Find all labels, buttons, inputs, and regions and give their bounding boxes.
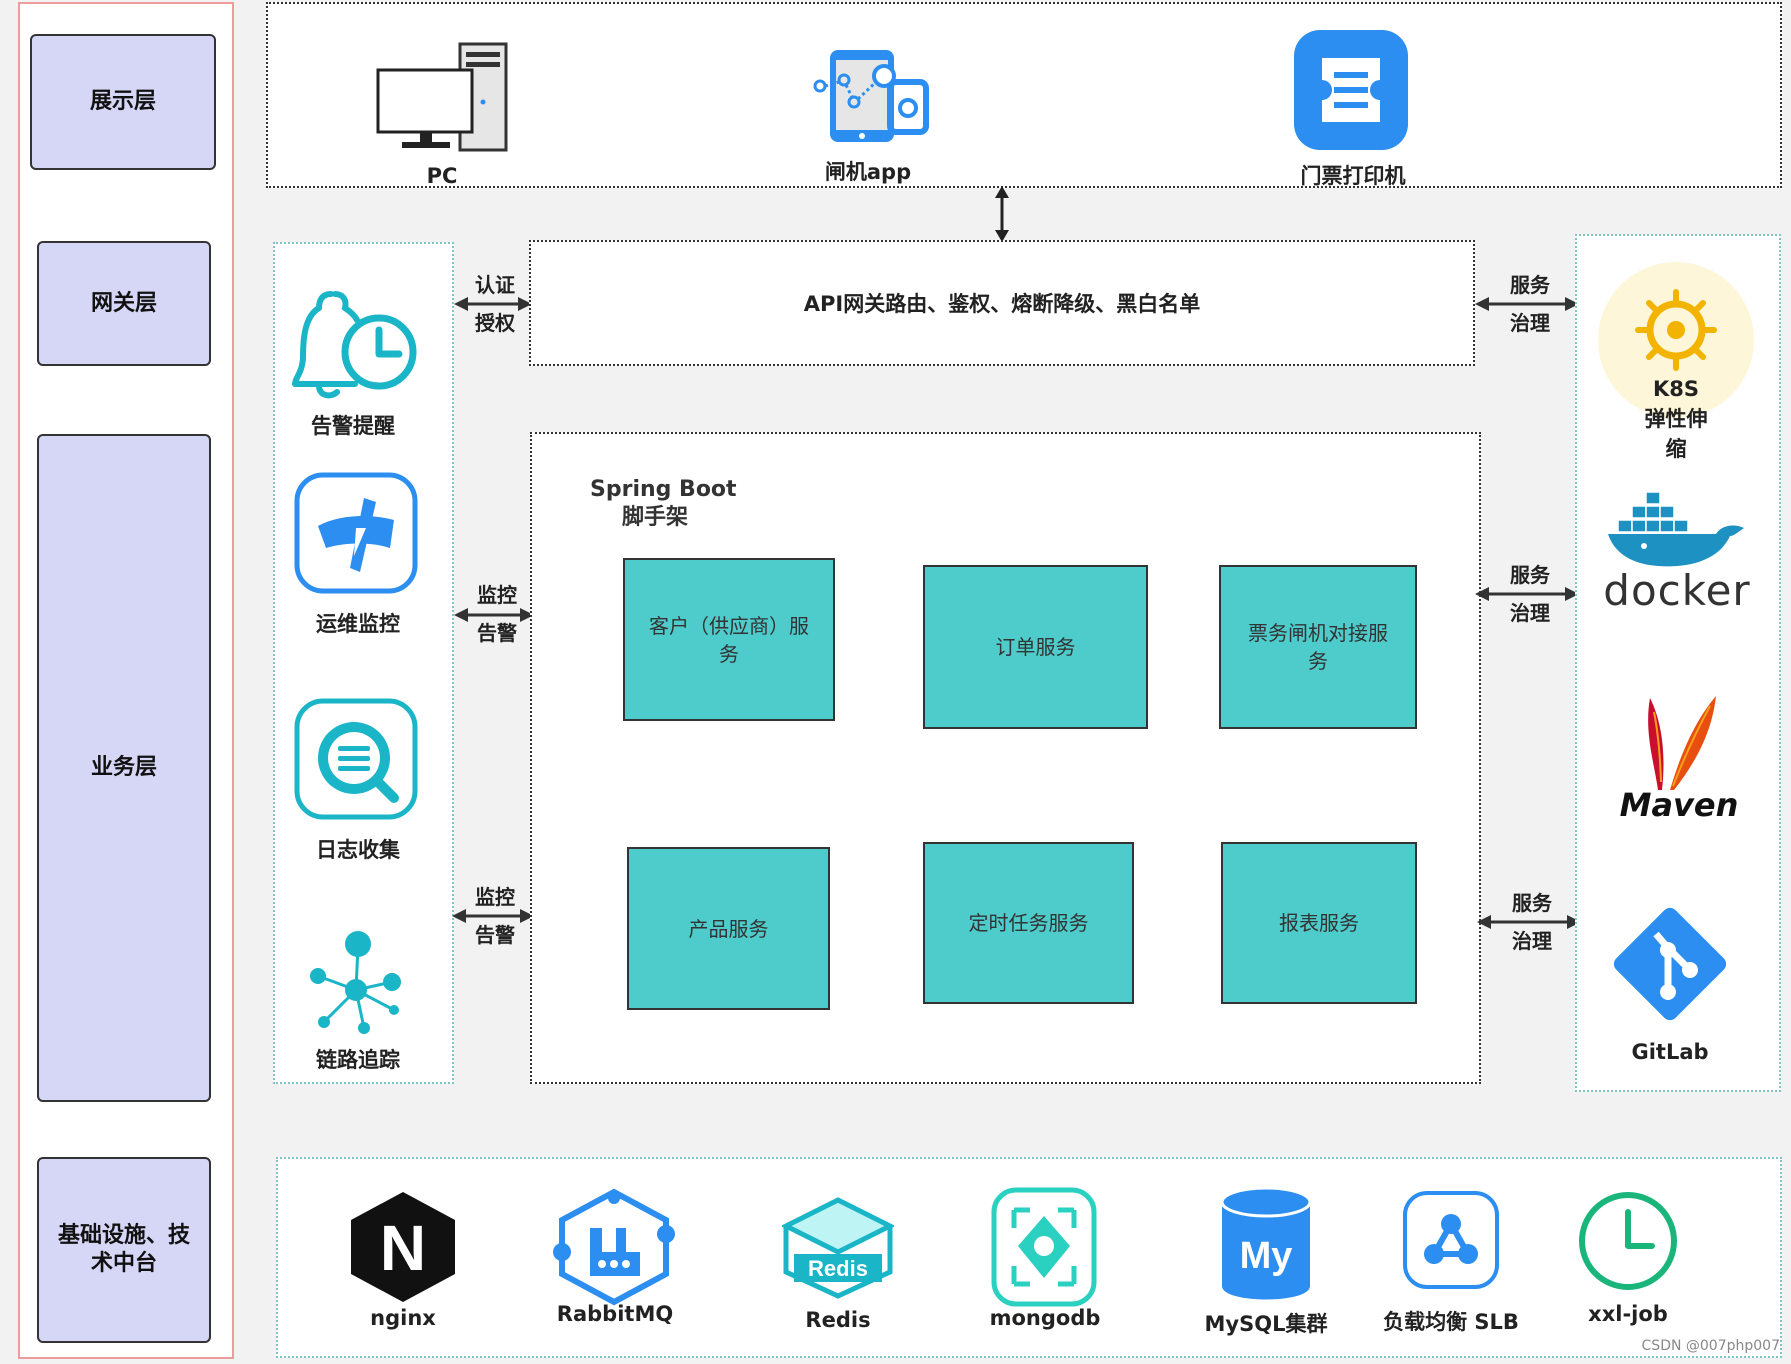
k8s-title-text: K8S — [1652, 377, 1699, 401]
order-service-box: 订单服务 — [923, 565, 1148, 729]
spring-boot-subtitle-text: 脚手架 — [622, 505, 689, 530]
gate-app-label: 闸机app — [824, 160, 912, 184]
monitor-arrow-1 — [454, 605, 534, 625]
monitor-label-2: 监控 告警 — [470, 878, 520, 954]
clients-container — [266, 2, 1782, 188]
layer-gateway-label: 网关层 — [90, 290, 157, 316]
ticket-gate-service-text: 票务闸机对接服务 — [1248, 621, 1388, 673]
ops-monitor-icon — [294, 472, 418, 594]
layer-business: 业务层 — [37, 434, 211, 1102]
ticket-gate-service-box: 票务闸机对接服务 — [1219, 565, 1417, 729]
order-service-text: 订单服务 — [995, 635, 1076, 659]
api-gateway-text: API网关路由、鉴权、熔断降级、黑白名单 — [803, 292, 1201, 316]
gitlab-git-icon — [1606, 900, 1734, 1028]
governance-bottom-text-2: 治理 — [1510, 601, 1550, 625]
report-service-text: 报表服务 — [1279, 911, 1359, 935]
product-service-box: 产品服务 — [627, 847, 830, 1010]
governance-label-1: 服务 治理 — [1505, 266, 1555, 342]
auth-bottom-text: 授权 — [475, 311, 515, 335]
k8s-line1-text: 弹性伸 — [1644, 407, 1708, 431]
scheduled-service-text: 定时任务服务 — [968, 911, 1089, 935]
product-service-text: 产品服务 — [688, 916, 769, 941]
trace-network-icon — [306, 930, 406, 1036]
pc-label: PC — [426, 164, 458, 188]
auth-label: 认证 授权 — [470, 266, 520, 342]
monitor-bottom-text-2: 告警 — [475, 923, 515, 947]
monitor-bottom-text-1: 告警 — [477, 621, 517, 645]
logs-label: 日志收集 — [316, 838, 400, 862]
rabbitmq-label: RabbitMQ — [556, 1302, 674, 1326]
docker-whale-icon — [1606, 490, 1748, 570]
governance-arrow-3 — [1477, 912, 1581, 932]
printer-label: 门票打印机 — [1300, 164, 1406, 188]
xxljob-label: xxl-job — [1588, 1302, 1668, 1326]
redis-label: Redis — [805, 1308, 871, 1332]
redis-badge-text: Redis — [808, 1256, 868, 1281]
spring-boot-title-text: Spring Boot — [590, 477, 737, 502]
scheduled-service-box: 定时任务服务 — [923, 842, 1134, 1004]
maven-bg — [1597, 688, 1747, 826]
k8s-helm-icon — [1634, 288, 1718, 372]
nginx-badge-text: N — [380, 1212, 426, 1284]
customer-service-text: 客户（供应商）服务 — [649, 613, 809, 666]
rabbitmq-icon — [550, 1188, 680, 1306]
docker-label: docker — [1603, 566, 1751, 615]
watermark: CSDN @007php007 — [1641, 1338, 1780, 1354]
pc-icon — [376, 40, 512, 156]
alert-label: 告警提醒 — [311, 414, 395, 438]
k8s-line2-text: 缩 — [1665, 437, 1687, 461]
api-gateway-box: API网关路由、鉴权、熔断降级、黑白名单 — [529, 240, 1475, 366]
mysql-label: MySQL集群 — [1204, 1312, 1328, 1336]
monitor-top-text-1: 监控 — [477, 583, 517, 607]
layer-infra: 基础设施、技术中台 — [37, 1157, 211, 1343]
ops-label: 运维监控 — [316, 612, 400, 636]
governance-arrow-1 — [1475, 294, 1579, 314]
xxljob-clock-icon — [1574, 1190, 1682, 1292]
mongodb-label: mongodb — [989, 1306, 1101, 1330]
governance-top-text-3: 服务 — [1512, 891, 1552, 915]
printer-icon — [1292, 28, 1410, 152]
layer-gateway: 网关层 — [37, 241, 211, 366]
layer-infra-label: 基础设施、技术中台 — [57, 1223, 190, 1276]
governance-top-text-1: 服务 — [1510, 273, 1550, 297]
monitor-label-1: 监控 告警 — [472, 576, 522, 652]
governance-label-2: 服务 治理 — [1505, 556, 1555, 632]
log-collection-icon — [294, 698, 418, 820]
mongodb-icon — [990, 1186, 1098, 1308]
slb-label: 负载均衡 SLB — [1383, 1310, 1519, 1334]
gitlab-label: GitLab — [1631, 1040, 1709, 1064]
customer-service-box: 客户（供应商）服务 — [623, 558, 835, 721]
monitor-arrow-2 — [452, 906, 534, 926]
maven-feather-icon — [1640, 692, 1720, 792]
governance-bottom-text-1: 治理 — [1510, 311, 1550, 335]
trace-label: 链路追踪 — [316, 1048, 400, 1072]
redis-icon: Redis — [782, 1196, 894, 1300]
monitor-top-text-2: 监控 — [475, 885, 515, 909]
layer-presentation-label: 展示层 — [89, 89, 156, 114]
auth-arrow — [454, 294, 532, 314]
governance-label-3: 服务 治理 — [1507, 884, 1557, 960]
k8s-label: K8S 弹性伸 缩 — [1612, 374, 1740, 464]
mysql-badge-text: My — [1240, 1235, 1293, 1277]
governance-arrow-2 — [1475, 584, 1579, 604]
maven-label: Maven — [1619, 786, 1739, 824]
governance-top-text-2: 服务 — [1510, 563, 1550, 587]
spring-boot-title: Spring Boot 脚手架 — [590, 476, 790, 532]
nginx-icon: N — [347, 1190, 459, 1304]
report-service-box: 报表服务 — [1221, 842, 1417, 1004]
governance-bottom-text-3: 治理 — [1512, 929, 1552, 953]
layer-presentation: 展示层 — [30, 34, 216, 170]
mysql-cylinder-icon: My — [1218, 1186, 1314, 1302]
slb-icon — [1402, 1190, 1500, 1290]
alarm-clock-icon — [291, 286, 421, 402]
gate-app-icon — [808, 46, 934, 146]
nginx-label: nginx — [370, 1306, 436, 1330]
clients-gateway-arrow — [990, 186, 1014, 242]
auth-top-text: 认证 — [475, 273, 515, 297]
layer-business-label: 业务层 — [90, 755, 157, 780]
